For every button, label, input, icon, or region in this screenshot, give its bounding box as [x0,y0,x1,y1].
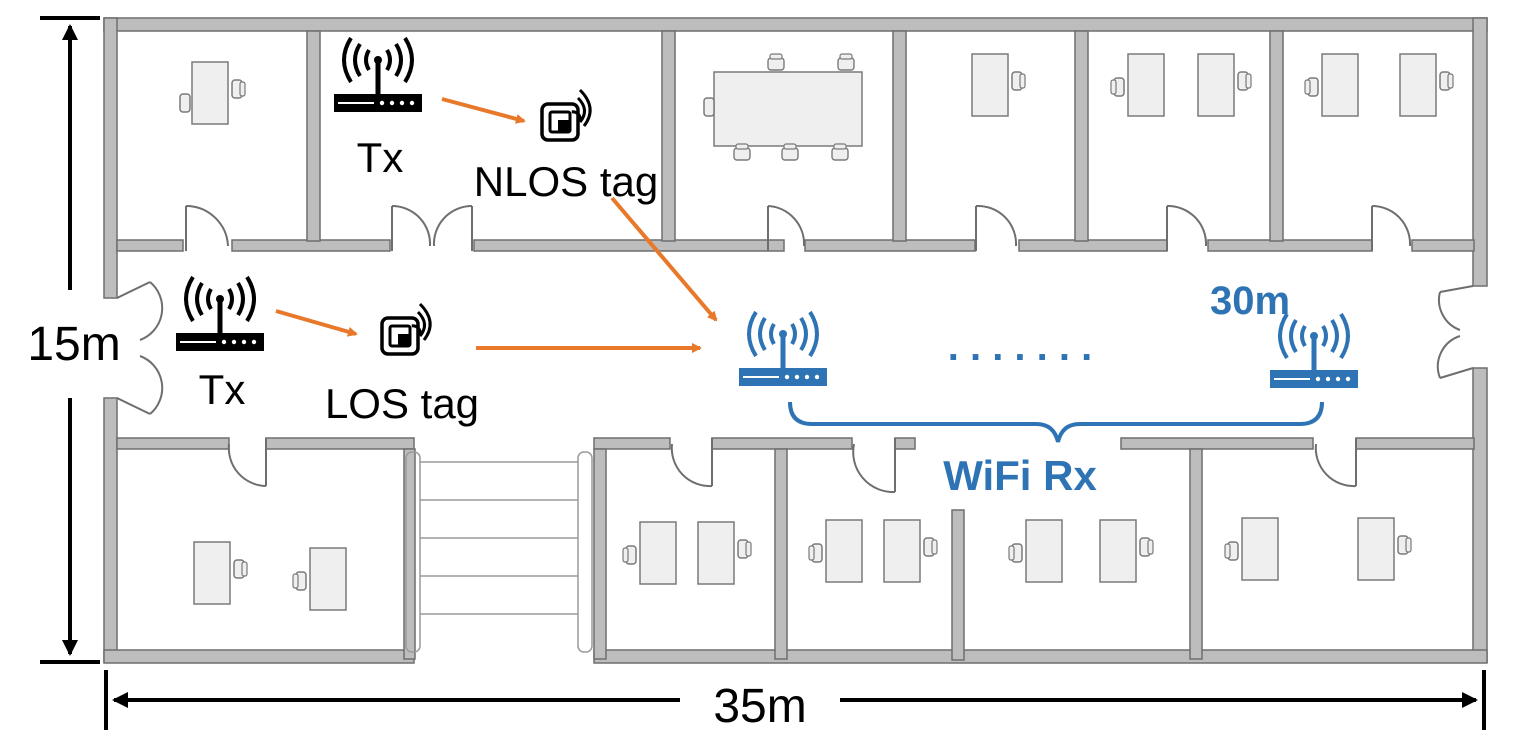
height-label: 15m [27,318,120,371]
tx-nlos-label: Tx [357,134,404,181]
nlos-tag-label: NLOS tag [474,158,658,205]
los-tag-icon [380,302,432,356]
signal-arrows [275,97,718,353]
receiver-last-icon [1270,314,1358,388]
receiver-ellipsis: . . . . . . . [948,325,1092,369]
transmitter-nlos-icon [334,38,422,112]
nlos-tag-icon [540,88,592,142]
rx-span-label: 30m [1210,279,1290,323]
building-walls [103,17,1488,664]
dimension-lines [40,16,1486,730]
tx-to-nlos-tag-arrow [441,97,526,124]
tx-los-label: Tx [199,366,246,413]
width-label: 35m [713,680,806,733]
furniture [179,53,1454,611]
transmitter-los-icon [176,277,264,351]
los-tag-label: LOS tag [325,380,479,427]
tx-to-los-tag-arrow [275,309,358,337]
wifi-rx-label: WiFi Rx [943,452,1097,499]
doors [116,204,1474,494]
receiver-group-brace [788,401,1324,443]
receiver-first-icon [739,312,827,386]
staircase [405,451,593,653]
nlos-tag-to-rx-arrow [610,196,718,322]
